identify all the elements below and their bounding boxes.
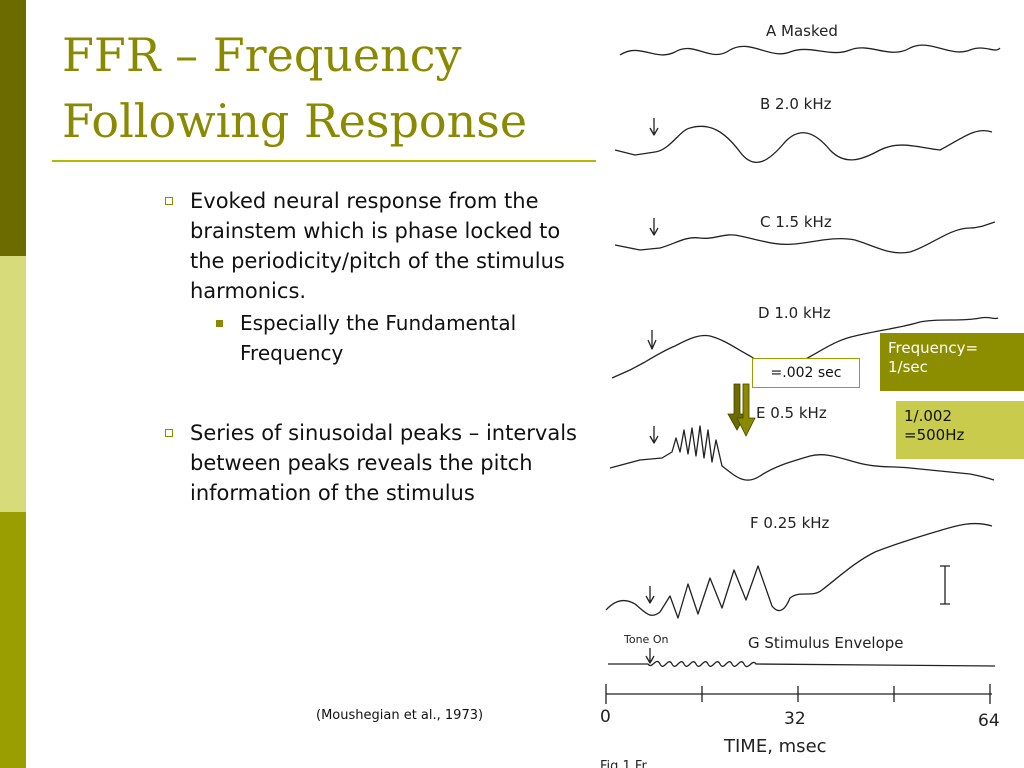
trace-f-arrow-icon xyxy=(645,586,655,604)
sidebar-bar-dark xyxy=(0,0,26,256)
period-arrows xyxy=(727,383,756,437)
slide-title: FFR – Frequency Following Response xyxy=(62,22,602,154)
trace-f-waveform xyxy=(605,522,993,619)
time-axis-ticks xyxy=(605,684,991,704)
trace-d-label: D 1.0 kHz xyxy=(758,304,831,322)
trace-g-label: G Stimulus Envelope xyxy=(748,634,904,652)
sidebar-bar-light xyxy=(0,256,26,512)
title-divider xyxy=(52,160,596,162)
time-axis-label: TIME, msec xyxy=(723,736,827,757)
trace-c-label: C 1.5 kHz xyxy=(760,213,832,231)
trace-c-waveform xyxy=(614,221,996,254)
bullet-item: Evoked neural response from the brainste… xyxy=(160,186,600,306)
citation: (Moushegian et al., 1973) xyxy=(316,708,484,723)
trace-b-label: B 2.0 kHz xyxy=(760,95,832,113)
trace-e-waveform xyxy=(609,425,995,481)
trace-e-label: E 0.5 kHz xyxy=(756,404,827,422)
frequency-result-line2: =500Hz xyxy=(904,426,965,444)
ffr-waveform-figure: A Masked B 2.0 kHz C 1.5 kHz D 1.0 kHz E… xyxy=(600,22,1001,768)
sub-bullet-marker-icon xyxy=(216,320,223,327)
slide-title-line2: Following Response xyxy=(62,94,528,148)
period-annotation: =.002 sec xyxy=(752,358,860,388)
trace-b-waveform xyxy=(614,125,993,163)
stimulus-envelope xyxy=(608,660,996,668)
sub-bullet-item: Especially the Fundamental Frequency xyxy=(160,308,600,368)
trace-e-arrow-icon xyxy=(649,426,659,444)
figure-caption-fragment: Fig 1 Fr... xyxy=(600,759,658,768)
axis-tick-64: 64 xyxy=(978,711,1000,731)
bullet-marker-icon xyxy=(165,197,173,205)
trace-d-arrow-icon xyxy=(647,330,657,350)
frequency-formula-line1: Frequency= xyxy=(888,339,979,357)
bullet-text: Evoked neural response from the brainste… xyxy=(190,189,565,303)
bullet-text: Series of sinusoidal peaks – intervals b… xyxy=(190,421,577,505)
bullet-marker-icon xyxy=(165,429,173,437)
bullet-item: Series of sinusoidal peaks – intervals b… xyxy=(160,418,600,508)
sub-bullet-text: Especially the Fundamental Frequency xyxy=(240,311,517,365)
slide-title-line1: FFR – Frequency xyxy=(62,28,462,82)
trace-b-arrow-icon xyxy=(649,118,659,136)
trace-f-label: F 0.25 kHz xyxy=(750,514,830,532)
frequency-result-line1: 1/.002 xyxy=(904,407,952,425)
sidebar-bar-olive xyxy=(0,512,26,768)
sidebar-color-bars xyxy=(0,0,26,768)
axis-tick-32: 32 xyxy=(784,709,806,729)
axis-tick-0: 0 xyxy=(600,707,611,727)
frequency-formula-callout: Frequency= 1/sec xyxy=(880,333,1024,391)
trace-a-label: A Masked xyxy=(766,22,838,40)
tone-on-arrow-icon xyxy=(645,648,655,664)
tone-on-label: Tone On xyxy=(623,633,668,646)
scale-bar-icon xyxy=(940,565,950,605)
trace-a-waveform xyxy=(619,44,1001,56)
frequency-formula-line2: 1/sec xyxy=(888,358,928,376)
trace-c-arrow-icon xyxy=(649,218,659,236)
bullet-list: Evoked neural response from the brainste… xyxy=(160,186,600,508)
frequency-result-callout: 1/.002 =500Hz xyxy=(896,401,1024,459)
down-arrow-icon xyxy=(736,383,756,437)
